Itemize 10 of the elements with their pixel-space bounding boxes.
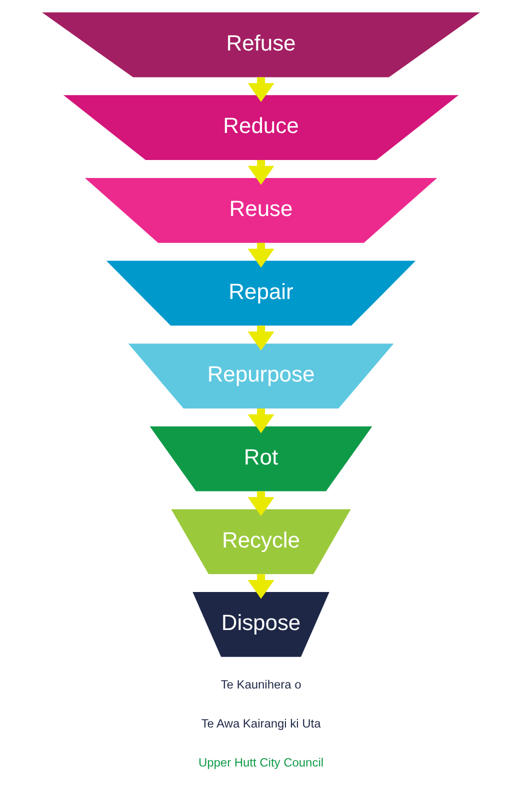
arrow [248,242,274,268]
arrow [248,326,274,350]
arrow [248,491,274,516]
label: Te Kaunihera o [220,677,302,692]
label: Te Awa Kairangi ki Uta [201,716,321,730]
label: Upper Hutt City Council [198,755,324,770]
arrow [248,77,274,102]
arrow [248,408,274,434]
arrow [248,160,274,185]
arrow [248,574,274,599]
